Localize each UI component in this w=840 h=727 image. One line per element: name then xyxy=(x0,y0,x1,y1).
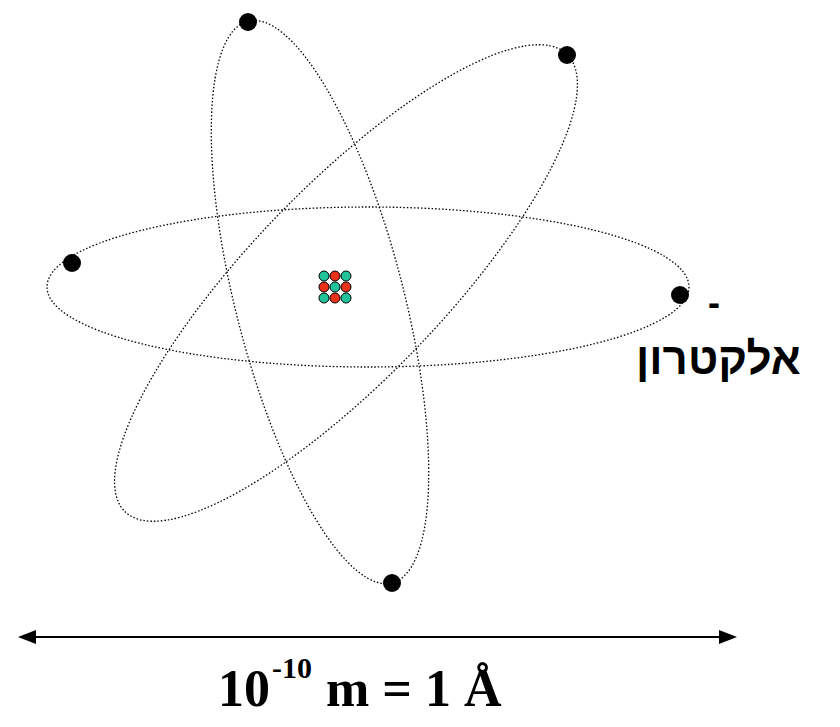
scale-arrow xyxy=(18,630,737,644)
nucleus xyxy=(319,271,351,303)
orbit xyxy=(56,0,636,578)
electron-dot xyxy=(63,254,81,272)
electron-dot xyxy=(383,574,401,592)
orbit xyxy=(47,207,689,367)
electron-dot xyxy=(558,46,576,64)
scale-exponent: -10 xyxy=(272,652,312,684)
scale-text: 10-10 m = 1 Å xyxy=(218,652,502,717)
charge-sign: - xyxy=(708,284,720,322)
scale-number: 10 xyxy=(218,662,270,717)
electron-dot xyxy=(671,286,689,304)
electron-label: אלקטרון xyxy=(636,336,801,382)
orbit xyxy=(167,0,474,604)
scale-unit: m = 1 Å xyxy=(326,662,502,717)
electron-dot xyxy=(239,13,257,31)
